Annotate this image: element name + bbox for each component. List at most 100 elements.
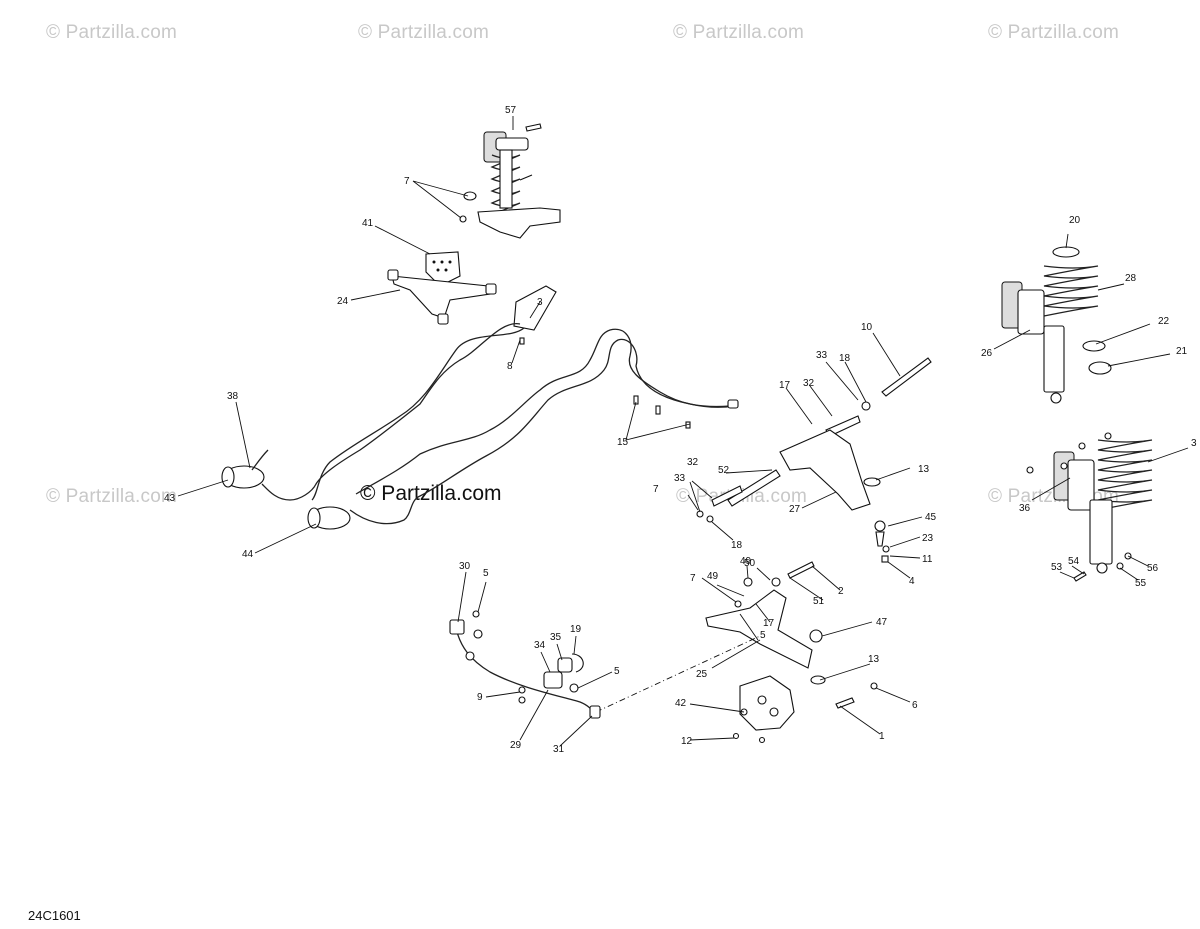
washer	[861, 401, 871, 411]
shock-top-mount	[495, 137, 529, 151]
shock-shaft	[1089, 499, 1113, 565]
callout: 29	[510, 740, 522, 751]
callout: 50	[744, 558, 756, 569]
nut	[518, 696, 526, 704]
bolt-2	[787, 561, 815, 579]
callout: 6	[912, 700, 918, 711]
callout: 38	[227, 391, 239, 402]
callout: 28	[1125, 273, 1137, 284]
clip	[633, 395, 639, 405]
callout: 20	[1069, 215, 1081, 226]
circlip-13	[810, 675, 826, 685]
callout: 1	[879, 731, 885, 742]
callout: 30	[459, 561, 471, 572]
screw	[732, 732, 740, 740]
clip	[519, 337, 525, 345]
shock-body-26	[1017, 289, 1045, 335]
shock-body-36	[1067, 459, 1095, 511]
callout: 24	[337, 296, 349, 307]
bushing	[473, 629, 483, 639]
sleeve-32	[711, 485, 743, 507]
callout: 49	[707, 571, 719, 582]
cable-clamp-plate	[513, 285, 557, 331]
callout: 5	[614, 666, 620, 677]
rear-a-arm	[477, 207, 561, 239]
callout: 15	[617, 437, 629, 448]
watermark: © Partzilla.com	[358, 22, 490, 43]
spring-seat-21	[1088, 361, 1112, 375]
bushing	[485, 283, 497, 295]
callout: 13	[868, 654, 880, 665]
cable	[261, 323, 521, 501]
callout: 22	[1158, 316, 1170, 327]
callout: 53	[1051, 562, 1063, 573]
bolt	[525, 123, 542, 132]
sensor-cap	[221, 466, 235, 488]
lower-a-arm	[391, 275, 491, 319]
knuckle-bracket-42	[739, 675, 795, 731]
spacer-22	[1082, 340, 1106, 352]
callout: 51	[813, 596, 825, 607]
washer	[706, 515, 714, 523]
bushing	[465, 651, 475, 661]
nut	[1078, 442, 1086, 450]
callout: 19	[570, 624, 582, 635]
cable	[311, 327, 525, 501]
callout: 44	[242, 549, 254, 560]
cable	[355, 328, 731, 495]
callout: 34	[534, 640, 546, 651]
shock-eye	[1050, 392, 1062, 404]
shock-shaft	[1043, 325, 1065, 393]
bushing	[1060, 462, 1068, 470]
shock-body	[499, 149, 513, 209]
callout: 52	[718, 465, 730, 476]
callout: 25	[696, 669, 708, 680]
bushing	[387, 269, 399, 281]
callout: 5	[760, 630, 766, 641]
callout: 23	[922, 533, 934, 544]
washer	[771, 577, 781, 587]
screw	[758, 736, 766, 744]
callout: 21	[1176, 346, 1188, 357]
leader-lines	[177, 116, 1189, 747]
sensor-wire	[251, 449, 269, 471]
callout: 27	[789, 504, 801, 515]
nut	[459, 215, 467, 223]
callout: 3	[1191, 438, 1197, 449]
link-30	[449, 619, 465, 635]
callout: 57	[505, 105, 517, 116]
ball-joint-stud	[875, 531, 885, 547]
nut	[518, 686, 526, 694]
center-watermark: © Partzilla.com	[360, 482, 502, 505]
callout: 4	[909, 576, 915, 587]
washer	[882, 545, 890, 553]
sway-bar-assembly	[449, 610, 601, 719]
nut-6	[870, 682, 878, 690]
callout: 3	[537, 297, 543, 308]
callout: 47	[876, 617, 888, 628]
clamp-19	[571, 653, 584, 673]
spring-3	[1097, 439, 1153, 511]
ball-joint-45	[874, 520, 886, 532]
callout: 26	[981, 348, 993, 359]
callout: 33	[816, 350, 828, 361]
callout: 12	[681, 736, 693, 747]
watermark: © Partzilla.com	[988, 22, 1120, 43]
nut	[472, 610, 480, 618]
callout: 43	[164, 493, 176, 504]
assembly-line	[595, 635, 761, 713]
clip	[655, 405, 661, 415]
callout: 10	[861, 322, 873, 333]
bolt-1	[835, 697, 855, 709]
nut	[734, 600, 742, 608]
upper-a-arm	[779, 429, 871, 511]
shock-eye	[1096, 562, 1108, 574]
ball-joint-47	[809, 629, 823, 643]
callout-labels: 57 7 41 24 3 8 38 43 44 15 10 33 18 17 3…	[164, 105, 1197, 755]
bracket-plate	[425, 251, 461, 287]
rear-shock-assembly	[459, 123, 561, 239]
nut	[1104, 432, 1112, 440]
hole	[757, 695, 767, 705]
callout: 7	[404, 176, 410, 187]
